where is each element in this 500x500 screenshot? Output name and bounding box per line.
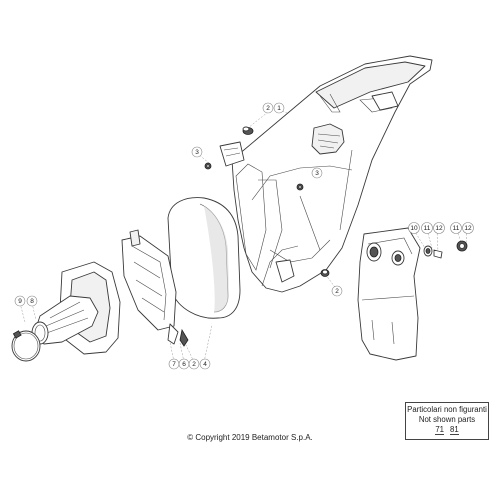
callout-10: 10 xyxy=(408,222,420,234)
intake-boot-part xyxy=(31,261,121,355)
hose-clamp-part xyxy=(11,330,41,362)
side-cover-part xyxy=(357,227,421,361)
not-shown-parts-italian: Particolari non figuranti xyxy=(407,405,487,414)
fastener-parts xyxy=(423,240,468,259)
svg-text:2: 2 xyxy=(192,361,196,368)
callout-11-a: 11 xyxy=(421,222,433,234)
airbox-part xyxy=(231,55,433,293)
bolt-parts xyxy=(204,126,330,277)
air-filter-part xyxy=(167,197,241,319)
not-shown-parts-box: Particolari non figuranti Not shown part… xyxy=(405,402,489,440)
callout-6: 6 xyxy=(178,358,190,370)
not-shown-parts-english: Not shown parts xyxy=(418,415,476,424)
callout-2-bottom: 2 xyxy=(188,358,200,370)
svg-text:3: 3 xyxy=(195,149,199,156)
copyright-notice: © Copyright 2019 Betamotor S.p.A. xyxy=(187,433,313,442)
svg-text:6: 6 xyxy=(182,361,186,368)
svg-text:3: 3 xyxy=(315,170,319,177)
svg-text:12: 12 xyxy=(464,225,472,232)
callout-12-b: 12 xyxy=(462,222,474,234)
svg-text:1: 1 xyxy=(277,105,281,112)
callout-7: 7 xyxy=(168,358,180,370)
svg-text:11: 11 xyxy=(453,225,460,232)
callout-1: 1 xyxy=(273,102,285,114)
callout-2-top: 2 xyxy=(262,102,274,114)
svg-text:10: 10 xyxy=(410,225,418,232)
callout-4: 4 xyxy=(199,358,211,370)
svg-text:2: 2 xyxy=(266,105,270,112)
filter-cage-part xyxy=(121,229,189,347)
callout-9: 9 xyxy=(14,295,26,307)
callout-8: 8 xyxy=(26,295,38,307)
part-number-71[interactable]: 71 xyxy=(435,425,444,435)
callout-11-b: 11 xyxy=(450,222,462,234)
not-shown-parts-numbers: 71 81 xyxy=(406,425,488,435)
svg-text:8: 8 xyxy=(30,298,34,305)
svg-text:7: 7 xyxy=(172,361,176,368)
callout-3-left: 3 xyxy=(191,146,203,158)
callout-2-right: 2 xyxy=(331,285,343,297)
svg-text:9: 9 xyxy=(18,298,22,305)
callout-12-a: 12 xyxy=(433,222,445,234)
part-number-81[interactable]: 81 xyxy=(450,425,459,435)
callout-3-right: 3 xyxy=(311,167,323,179)
callouts: 1 2 3 3 2 10 11 12 xyxy=(14,102,474,370)
svg-text:11: 11 xyxy=(424,225,431,232)
svg-text:2: 2 xyxy=(335,288,339,295)
svg-text:4: 4 xyxy=(203,361,207,368)
svg-text:12: 12 xyxy=(435,225,443,232)
